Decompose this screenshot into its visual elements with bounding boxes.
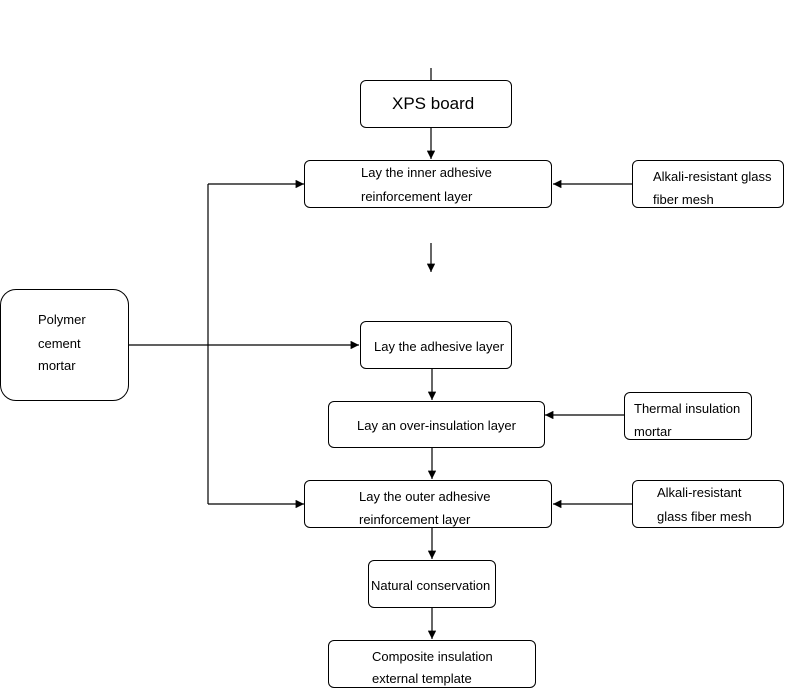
mesh-bottom-node: Alkali-resistant glass fiber mesh: [632, 480, 784, 528]
adhesive-layer-label: Lay the adhesive layer: [374, 339, 505, 354]
polymer-mortar-label-line3: mortar: [38, 358, 76, 373]
natural-conservation-label: Natural conservation: [371, 578, 491, 593]
outer-adhesive-label-line1: Lay the outer adhesive: [359, 489, 491, 504]
outer-adhesive-node: Lay the outer adhesive reinforcement lay…: [304, 480, 552, 528]
inner-adhesive-label-line2: reinforcement layer: [361, 189, 473, 204]
over-insulation-label: Lay an over-insulation layer: [357, 418, 516, 433]
mesh-top-label-line2: fiber mesh: [653, 192, 714, 207]
inner-adhesive-node: Lay the inner adhesive reinforcement lay…: [304, 160, 552, 208]
mesh-top-label-line1: Alkali-resistant glass: [653, 169, 772, 184]
thermal-mortar-node: Thermal insulation mortar: [624, 392, 752, 440]
inner-adhesive-label-line1: Lay the inner adhesive: [361, 165, 492, 180]
polymer-mortar-label-line1: Polymer: [38, 312, 86, 327]
xps-board-label: XPS board: [392, 94, 475, 113]
mesh-bottom-label-line2: glass fiber mesh: [657, 509, 752, 524]
xps-board-node: XPS board: [360, 80, 512, 128]
mesh-top-node: Alkali-resistant glass fiber mesh: [632, 160, 784, 208]
composite-template-node: Composite insulation external template: [328, 640, 536, 688]
composite-template-label-line1: Composite insulation: [372, 649, 493, 664]
natural-conservation-node: Natural conservation: [368, 560, 496, 608]
outer-adhesive-label-line2: reinforcement layer: [359, 512, 471, 527]
mesh-bottom-label-line1: Alkali-resistant: [657, 485, 742, 500]
polymer-mortar-label-line2: cement: [38, 336, 81, 351]
thermal-mortar-label-line1: Thermal insulation: [634, 401, 741, 416]
thermal-mortar-label-line2: mortar: [634, 424, 672, 439]
composite-template-label-line2: external template: [372, 671, 472, 686]
adhesive-layer-node: Lay the adhesive layer: [360, 321, 512, 369]
over-insulation-node: Lay an over-insulation layer: [328, 401, 545, 448]
polymer-mortar-node: Polymer cement mortar: [0, 289, 129, 401]
